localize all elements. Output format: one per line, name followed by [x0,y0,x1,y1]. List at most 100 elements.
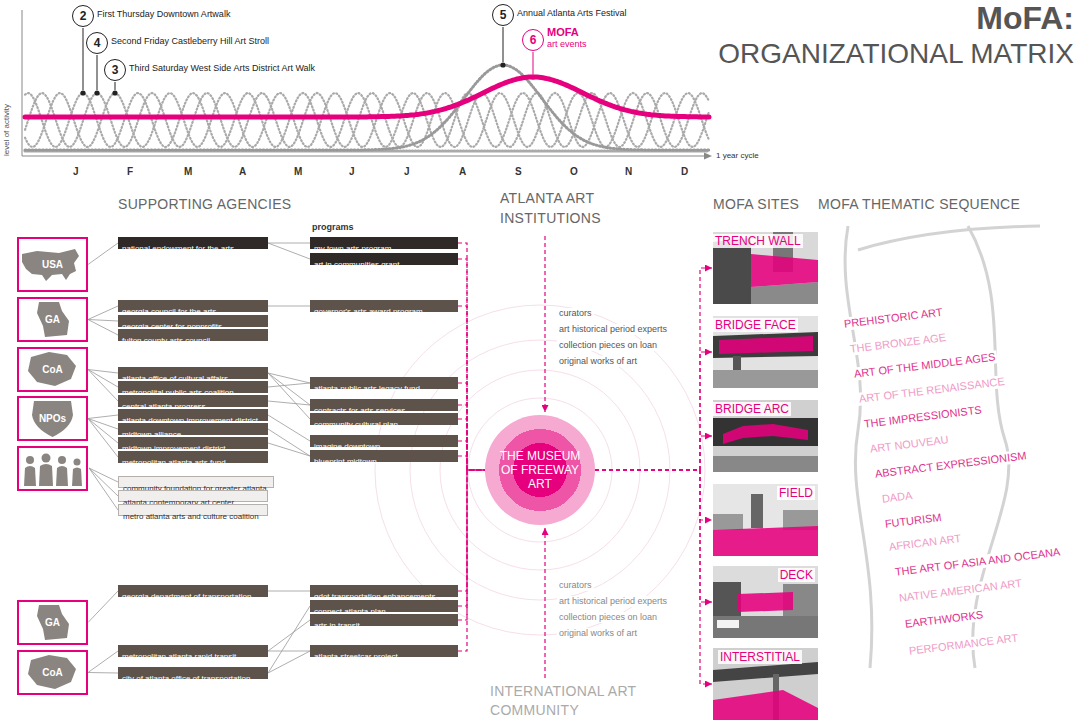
agency-box: governor's arts award program [310,300,458,312]
international-arrow [544,528,545,678]
agency-box: imagine downtown [310,435,458,447]
icon-label: NPOs [19,413,86,425]
museum-circle: THE MUSEUM OF FREEWAY ART [485,415,595,525]
person-body [72,468,82,487]
box-text: governor's arts award program [310,306,427,318]
list-item: art historical period experts [557,596,669,607]
photo-shape [713,616,818,638]
agency-box: art in communities grant [310,253,458,265]
mofa-wave [25,77,709,117]
axis-arrow [704,153,712,160]
photo-shape [738,592,793,612]
agency-box: metropolitan atlanta arts fund [118,451,268,463]
dashed-connector [595,436,712,470]
dashed-connector [458,470,485,651]
box-text: atlanta streetcar project [310,651,402,663]
theme-label: PREHISTORIC ART [841,305,945,331]
leader-dot [94,90,99,95]
agency-box: contracts for arts services [310,399,458,411]
agency-box: midtown improvement district [118,437,268,449]
section-heading: programs [312,222,354,233]
callout-circle: 6MOFAart events [522,29,544,51]
photo-shape [713,526,818,556]
box-text: national endowment for the arts [118,243,238,255]
ring [468,398,612,542]
callout-circle: 5Annual Atlanta Arts Festival [492,4,514,26]
section-heading: ATLANTA ART INSTITUTIONS [500,188,625,228]
agency-box: georgia council for the arts [118,300,268,312]
leader-connector [268,651,310,673]
callout-circle: 3Third Saturday West Side Arts District … [104,59,126,81]
section-heading: INTERNATIONAL ART COMMUNITY [490,682,640,720]
museum-title: THE MUSEUM OF FREEWAY ART [495,449,585,491]
leader-connector [88,651,118,673]
section-heading: MOFA SITES [713,196,799,213]
agency-box: community foundation for greater atlanta [118,476,274,488]
leader-line [115,82,116,90]
leader-line [503,27,504,62]
dashed-connector [595,470,712,684]
agency-box: national endowment for the arts [118,237,268,249]
theme-label: AFRICAN ART [886,532,964,554]
list-item: original works of art [557,628,639,639]
photo-shape [713,332,818,358]
callout-text: art events [547,39,587,50]
agency-box: city of atlanta office of transportation [118,667,268,679]
person-head [58,456,66,464]
road-line [858,226,1040,250]
theme-label: DADA [879,489,915,506]
agency-box: arts in transit [310,614,458,626]
dashed-connector [458,259,485,470]
diagram-title: MoFA: [976,0,1074,37]
agency-box: metro atlanta arts and culture coalition [118,504,268,516]
box-text: fulton county arts council [118,335,214,347]
leader-connector [88,672,118,674]
box-text: art in communities grant [310,259,403,271]
leader-connector [268,429,310,456]
photo-ground [713,648,818,720]
person-body [56,466,68,486]
box-text: arts in transit [310,620,364,632]
theme-label: NATIVE AMERICAN ART [896,576,1024,605]
site-photo: DECK [713,566,818,638]
callout-text: Annual Atlanta Arts Festival [517,8,627,19]
timeline-chart [22,10,712,160]
agency-box: blueprint midtown [310,450,458,462]
box-text: metro atlanta arts and culture coalition [119,512,263,522]
section-heading: MOFA THEMATIC SEQUENCE [818,196,1020,213]
dashed-connector [458,243,485,470]
site-photo: BRIDGE ARC [713,400,818,472]
leader-dot [80,90,85,95]
photo-ground [713,566,818,638]
person-body [39,464,53,486]
individuals-icon [18,447,118,510]
photo-ground [713,400,818,472]
chart-label: A [239,166,246,178]
leader-connector [88,370,118,388]
leader-connector [88,415,118,419]
icon-label: GA [19,314,86,326]
icon-label: CoA [19,667,86,679]
site-label: INTERSTITIAL [718,650,802,664]
agency-box: atlanta public arts legacy fund [310,377,458,389]
callout-text-group: MOFAart events [547,26,587,50]
photo-shape [713,690,818,720]
chart-label: A [459,166,466,178]
list-item: original works of art [557,356,639,367]
theme-label: ABSTRACT EXPRESSIONISM [872,449,1029,481]
list-item: art historical period experts [557,324,669,335]
callout-text: Third Saturday West Side Arts District A… [129,63,315,74]
chart-label: D [681,166,688,178]
photo-ground [713,232,818,304]
leader-line [533,52,534,74]
dashed-connector [458,456,485,470]
box-text: city of atlanta office of transportation [118,673,254,685]
agency-box: metropolital public arts coalition [118,381,268,393]
agency-box: community cultural plan [310,413,458,425]
agency-box: connect atlanta plan [310,600,458,612]
callout-number: 2 [80,10,87,22]
agency-box: atlanta downtown improvement district [118,409,268,421]
dashed-connector [458,470,485,591]
chart-label: level of activity [2,104,12,156]
callout-text: MOFA [547,26,587,39]
